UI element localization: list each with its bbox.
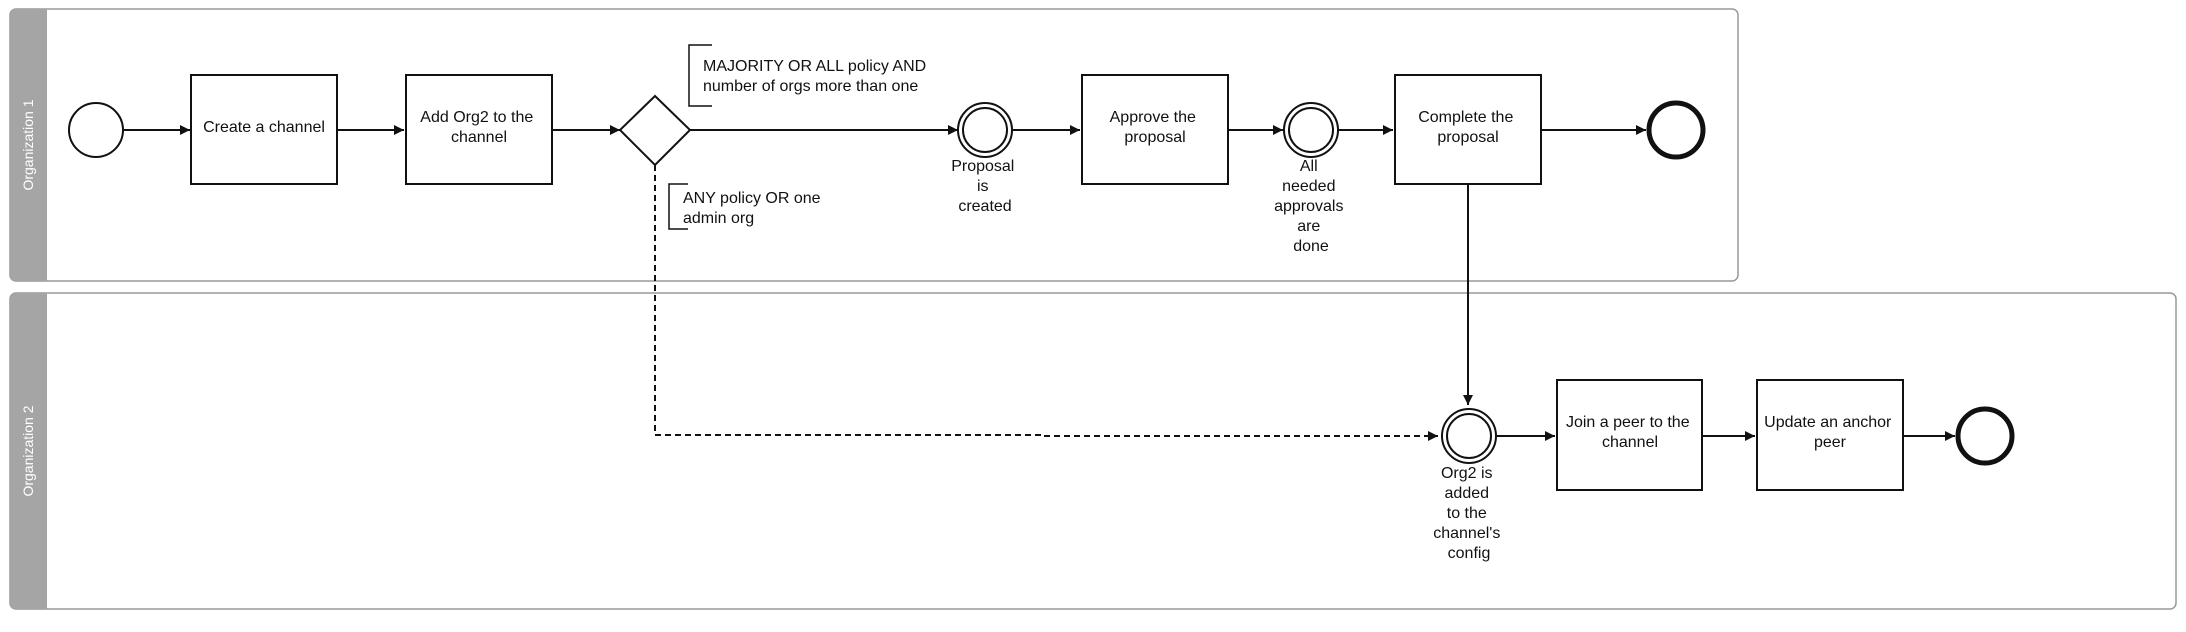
task-label: Approve the proposal [1110, 109, 1201, 146]
event-label: All needed approvals are done [1274, 158, 1348, 255]
task-update-anchor-peer[interactable]: Update an anchor peer [1756, 379, 1904, 491]
event-label: Org2 is added to the channel's config [1433, 465, 1505, 562]
task-box [1394, 74, 1542, 185]
annotation-majority: MAJORITY OR ALL policy AND number of org… [688, 44, 931, 107]
task-box [405, 74, 553, 185]
task-box [1756, 379, 1904, 491]
event-inner-ring [962, 107, 1008, 153]
annotation-text: MAJORITY OR ALL policy AND number of org… [703, 58, 931, 95]
task-join-peer[interactable]: Join a peer to the channel [1556, 379, 1703, 491]
event-org2-added[interactable]: Org2 is added to the channel's config [1433, 408, 1505, 562]
event-outer-ring [1441, 408, 1497, 464]
lane-header [10, 9, 47, 281]
lane-organization-2: Organization 2 [9, 292, 2177, 610]
event-inner-ring [1288, 107, 1334, 153]
event-outer-ring [957, 102, 1013, 158]
task-label: Join a peer to the channel [1566, 414, 1694, 451]
event-label: Proposal is created [951, 158, 1019, 215]
lane-header [10, 293, 47, 609]
task-box [1081, 74, 1229, 185]
task-complete-proposal[interactable]: Complete the proposal [1394, 74, 1542, 185]
event-proposal-created[interactable]: Proposal is created [951, 102, 1019, 215]
annotation-bracket [688, 44, 712, 107]
flow-gateway-to-org2-added-dashed[interactable] [654, 165, 1438, 441]
lane-title: Organization 2 [20, 405, 36, 496]
annotation-text: ANY policy OR one admin org [683, 190, 825, 227]
task-box [1556, 379, 1703, 491]
task-add-org2[interactable]: Add Org2 to the channel [405, 74, 553, 185]
task-box [190, 74, 338, 185]
end-event[interactable] [1955, 406, 2015, 466]
event-inner-ring [1446, 413, 1492, 459]
task-approve-proposal[interactable]: Approve the proposal [1081, 74, 1229, 185]
task-label: Add Org2 to the channel [420, 109, 537, 146]
task-label: Complete the proposal [1418, 109, 1518, 146]
annotation-any: ANY policy OR one admin org [668, 183, 825, 230]
end-event[interactable] [1646, 100, 1706, 160]
task-create-channel[interactable]: Create a channel [190, 74, 338, 185]
event-approvals-done[interactable]: All needed approvals are done [1274, 102, 1348, 255]
annotation-bracket [668, 183, 688, 230]
exclusive-gateway[interactable] [618, 94, 692, 167]
task-label: Create a channel [203, 119, 325, 136]
lane-title: Organization 1 [20, 99, 36, 190]
event-outer-ring [1283, 102, 1339, 158]
task-label: Update an anchor peer [1764, 414, 1896, 451]
start-event[interactable] [68, 102, 124, 158]
